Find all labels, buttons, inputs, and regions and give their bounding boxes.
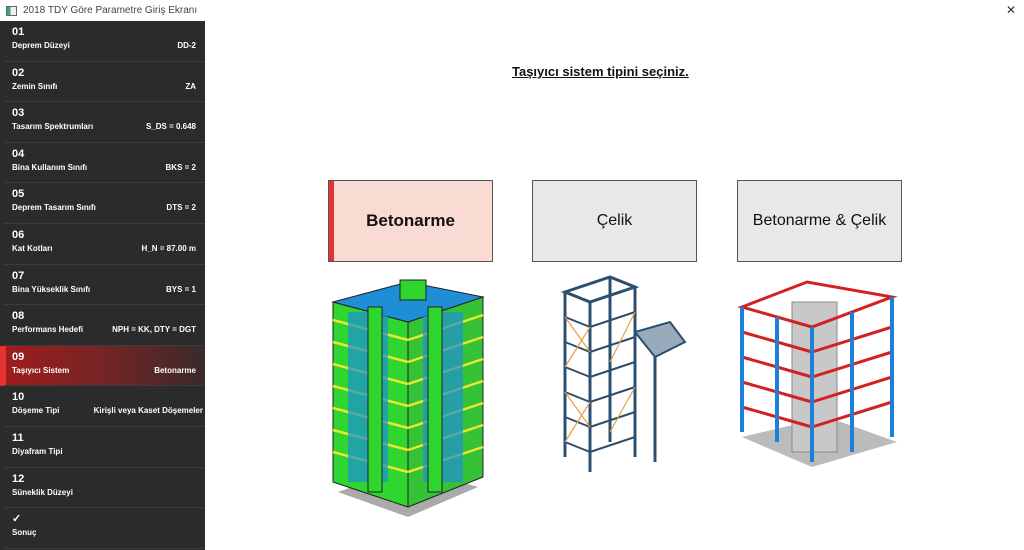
item-label: Döşeme Tipi	[12, 406, 60, 416]
item-value: S_DS = 0.648	[145, 122, 196, 132]
item-label: Diyafram Tipi	[12, 446, 63, 456]
item-number: 07	[12, 269, 25, 282]
item-value: NPH = KK, DTY = DGT	[112, 325, 196, 335]
item-label: Deprem Düzeyi	[12, 41, 70, 50]
item-number: 03	[12, 107, 25, 120]
item-label: Taşıyıcı Sistem	[12, 365, 70, 375]
item-number: 12	[12, 472, 25, 485]
item-number: 02	[12, 66, 25, 79]
item-value: ZA	[185, 81, 196, 91]
item-label: Bina Yükseklik Sınıfı	[12, 284, 91, 294]
app-icon	[6, 5, 17, 16]
item-value: BYS = 1	[165, 284, 196, 294]
item-value: BKS = 2	[165, 162, 196, 172]
item-label: Süneklik Düzeyi	[12, 487, 73, 497]
option-betonarme-celik-button[interactable]: Betonarme & Çelik	[737, 180, 902, 262]
item-label: Kat Kotları	[12, 243, 53, 253]
option-celik-button[interactable]: Çelik	[532, 180, 697, 262]
item-label: Deprem Tasarım Sınıfı	[12, 203, 96, 213]
sidebar-item-sonuc[interactable]: ✓ Sonuç	[0, 508, 205, 549]
item-label: Tasarım Spektrumları	[12, 122, 94, 132]
close-button[interactable]: ✕	[1005, 3, 1016, 17]
option-betonarme-button[interactable]: Betonarme	[328, 180, 493, 262]
check-icon: ✓	[12, 513, 22, 526]
item-number: 09	[12, 350, 25, 363]
item-label: Zemin Sınıfı	[12, 81, 58, 91]
concrete-building-image[interactable]	[328, 272, 493, 517]
item-number: 04	[12, 147, 25, 160]
item-value: Kirişli veya Kaset Döşemeler	[93, 406, 203, 416]
title-bar: 2018 TDY Göre Parametre Giriş Ekranı ✕	[0, 0, 1024, 21]
item-number: 08	[12, 310, 25, 323]
steel-building-image[interactable]	[555, 272, 695, 497]
page-heading: Taşıyıcı sistem tipini seçiniz.	[512, 64, 689, 79]
item-number: 10	[12, 391, 25, 404]
item-value: DD-2	[177, 41, 196, 50]
item-number: 05	[12, 188, 25, 201]
item-value: DTS = 2	[166, 203, 196, 213]
item-number: 01	[12, 26, 25, 38]
item-value: H_N = 87.00 m	[141, 243, 196, 253]
window-title: 2018 TDY Göre Parametre Giriş Ekranı	[23, 5, 198, 16]
item-label: Performans Hedefi	[12, 325, 84, 335]
item-number: 11	[12, 431, 24, 444]
item-number: 06	[12, 228, 25, 241]
item-value: Betonarme	[154, 365, 196, 375]
item-label: Sonuç	[12, 528, 37, 538]
composite-building-image[interactable]	[737, 272, 902, 482]
item-label: Bina Kullanım Sınıfı	[12, 162, 88, 172]
